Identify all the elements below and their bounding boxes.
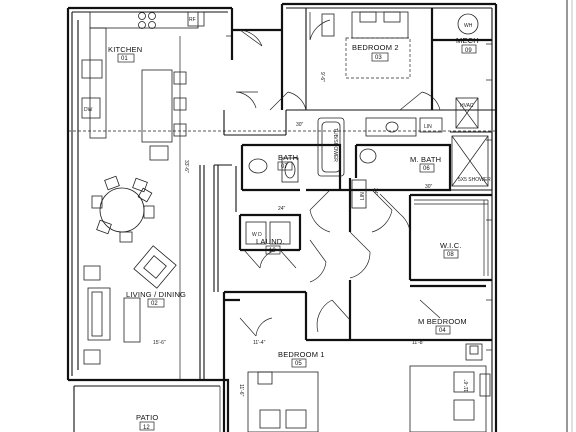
patio-number: 12 <box>143 425 150 431</box>
hvac-label: HVAC <box>460 103 474 109</box>
master-bedroom-label: M BEDROOM <box>418 317 467 326</box>
laundry-number: 10 <box>269 248 276 254</box>
bath-number: 07 <box>281 164 288 170</box>
kitchen-label: KITCHEN <box>108 45 142 54</box>
master-bath-label: M. BATH <box>410 155 441 164</box>
dimension-11ft-4: 11'-4" <box>253 340 266 346</box>
washer-dryer-label: W D <box>252 232 262 238</box>
mech-label: MECH <box>456 36 479 45</box>
door-swings <box>235 12 441 337</box>
living-dining-number: 02 <box>151 301 158 307</box>
dimension-11ft-6-master: 11'-6" <box>464 379 470 392</box>
dimension-11ft-8: 11'-8" <box>412 340 425 346</box>
bedroom1-label: BEDROOM 1 <box>278 350 325 359</box>
master-bedroom-furniture <box>409 343 491 432</box>
laundry-fixtures: W D <box>245 221 291 245</box>
linen-label-hall: LIN <box>360 192 366 200</box>
master-bath-number: 06 <box>423 166 430 172</box>
dining-table <box>91 175 155 243</box>
dishwasher-label: DW <box>84 107 93 113</box>
master-bath-fixtures: 5X5 SHOWER <box>359 117 491 187</box>
dimension-15ft: 15'-6" <box>153 340 166 346</box>
living-furniture <box>83 165 205 380</box>
bedroom2-number: 03 <box>375 55 382 61</box>
dimension-30in-b: 30" <box>425 184 433 190</box>
bedroom2-label: BEDROOM 2 <box>352 43 399 52</box>
wic-label: W.I.C. <box>440 241 462 250</box>
fridge-label: RF <box>189 17 196 23</box>
bedroom1-number: 05 <box>295 361 302 367</box>
bath-label: BATH <box>278 153 298 162</box>
master-bedroom-number: 04 <box>439 328 446 334</box>
wic-shelves <box>414 199 489 276</box>
dimension-11ft-6-bed1: 11'-6" <box>238 384 244 397</box>
patio-label: PATIO <box>136 413 158 422</box>
living-dining-label: LIVING / DINING <box>126 290 186 299</box>
kitchen-fixtures: RF DW <box>81 11 232 380</box>
shower-label: 5X5 SHOWER <box>458 177 491 183</box>
linen-label-master: LIN <box>424 124 432 130</box>
dimension-33ft: 33'-6" <box>183 160 189 173</box>
tub-shower-label: TUB/SHOWER <box>332 128 338 162</box>
patio-area <box>73 385 221 432</box>
right-wall-ticks <box>469 43 492 355</box>
dimension-30in-a: 30" <box>296 122 304 128</box>
dimension-24in-b: 24" <box>372 188 378 196</box>
water-heater-label: WH <box>464 23 473 29</box>
mech-number: 09 <box>465 48 472 54</box>
bedroom2-furniture <box>321 11 411 79</box>
mech-room: WH HVAC <box>430 8 492 129</box>
wic-number: 08 <box>447 252 454 258</box>
kitchen-number: 01 <box>121 56 128 62</box>
laundry-label: LAUND. <box>256 237 285 246</box>
bedroom1-furniture <box>247 371 319 432</box>
dimension-9ft: 9'-6" <box>319 72 325 82</box>
dimension-24in-a: 24" <box>278 206 286 212</box>
